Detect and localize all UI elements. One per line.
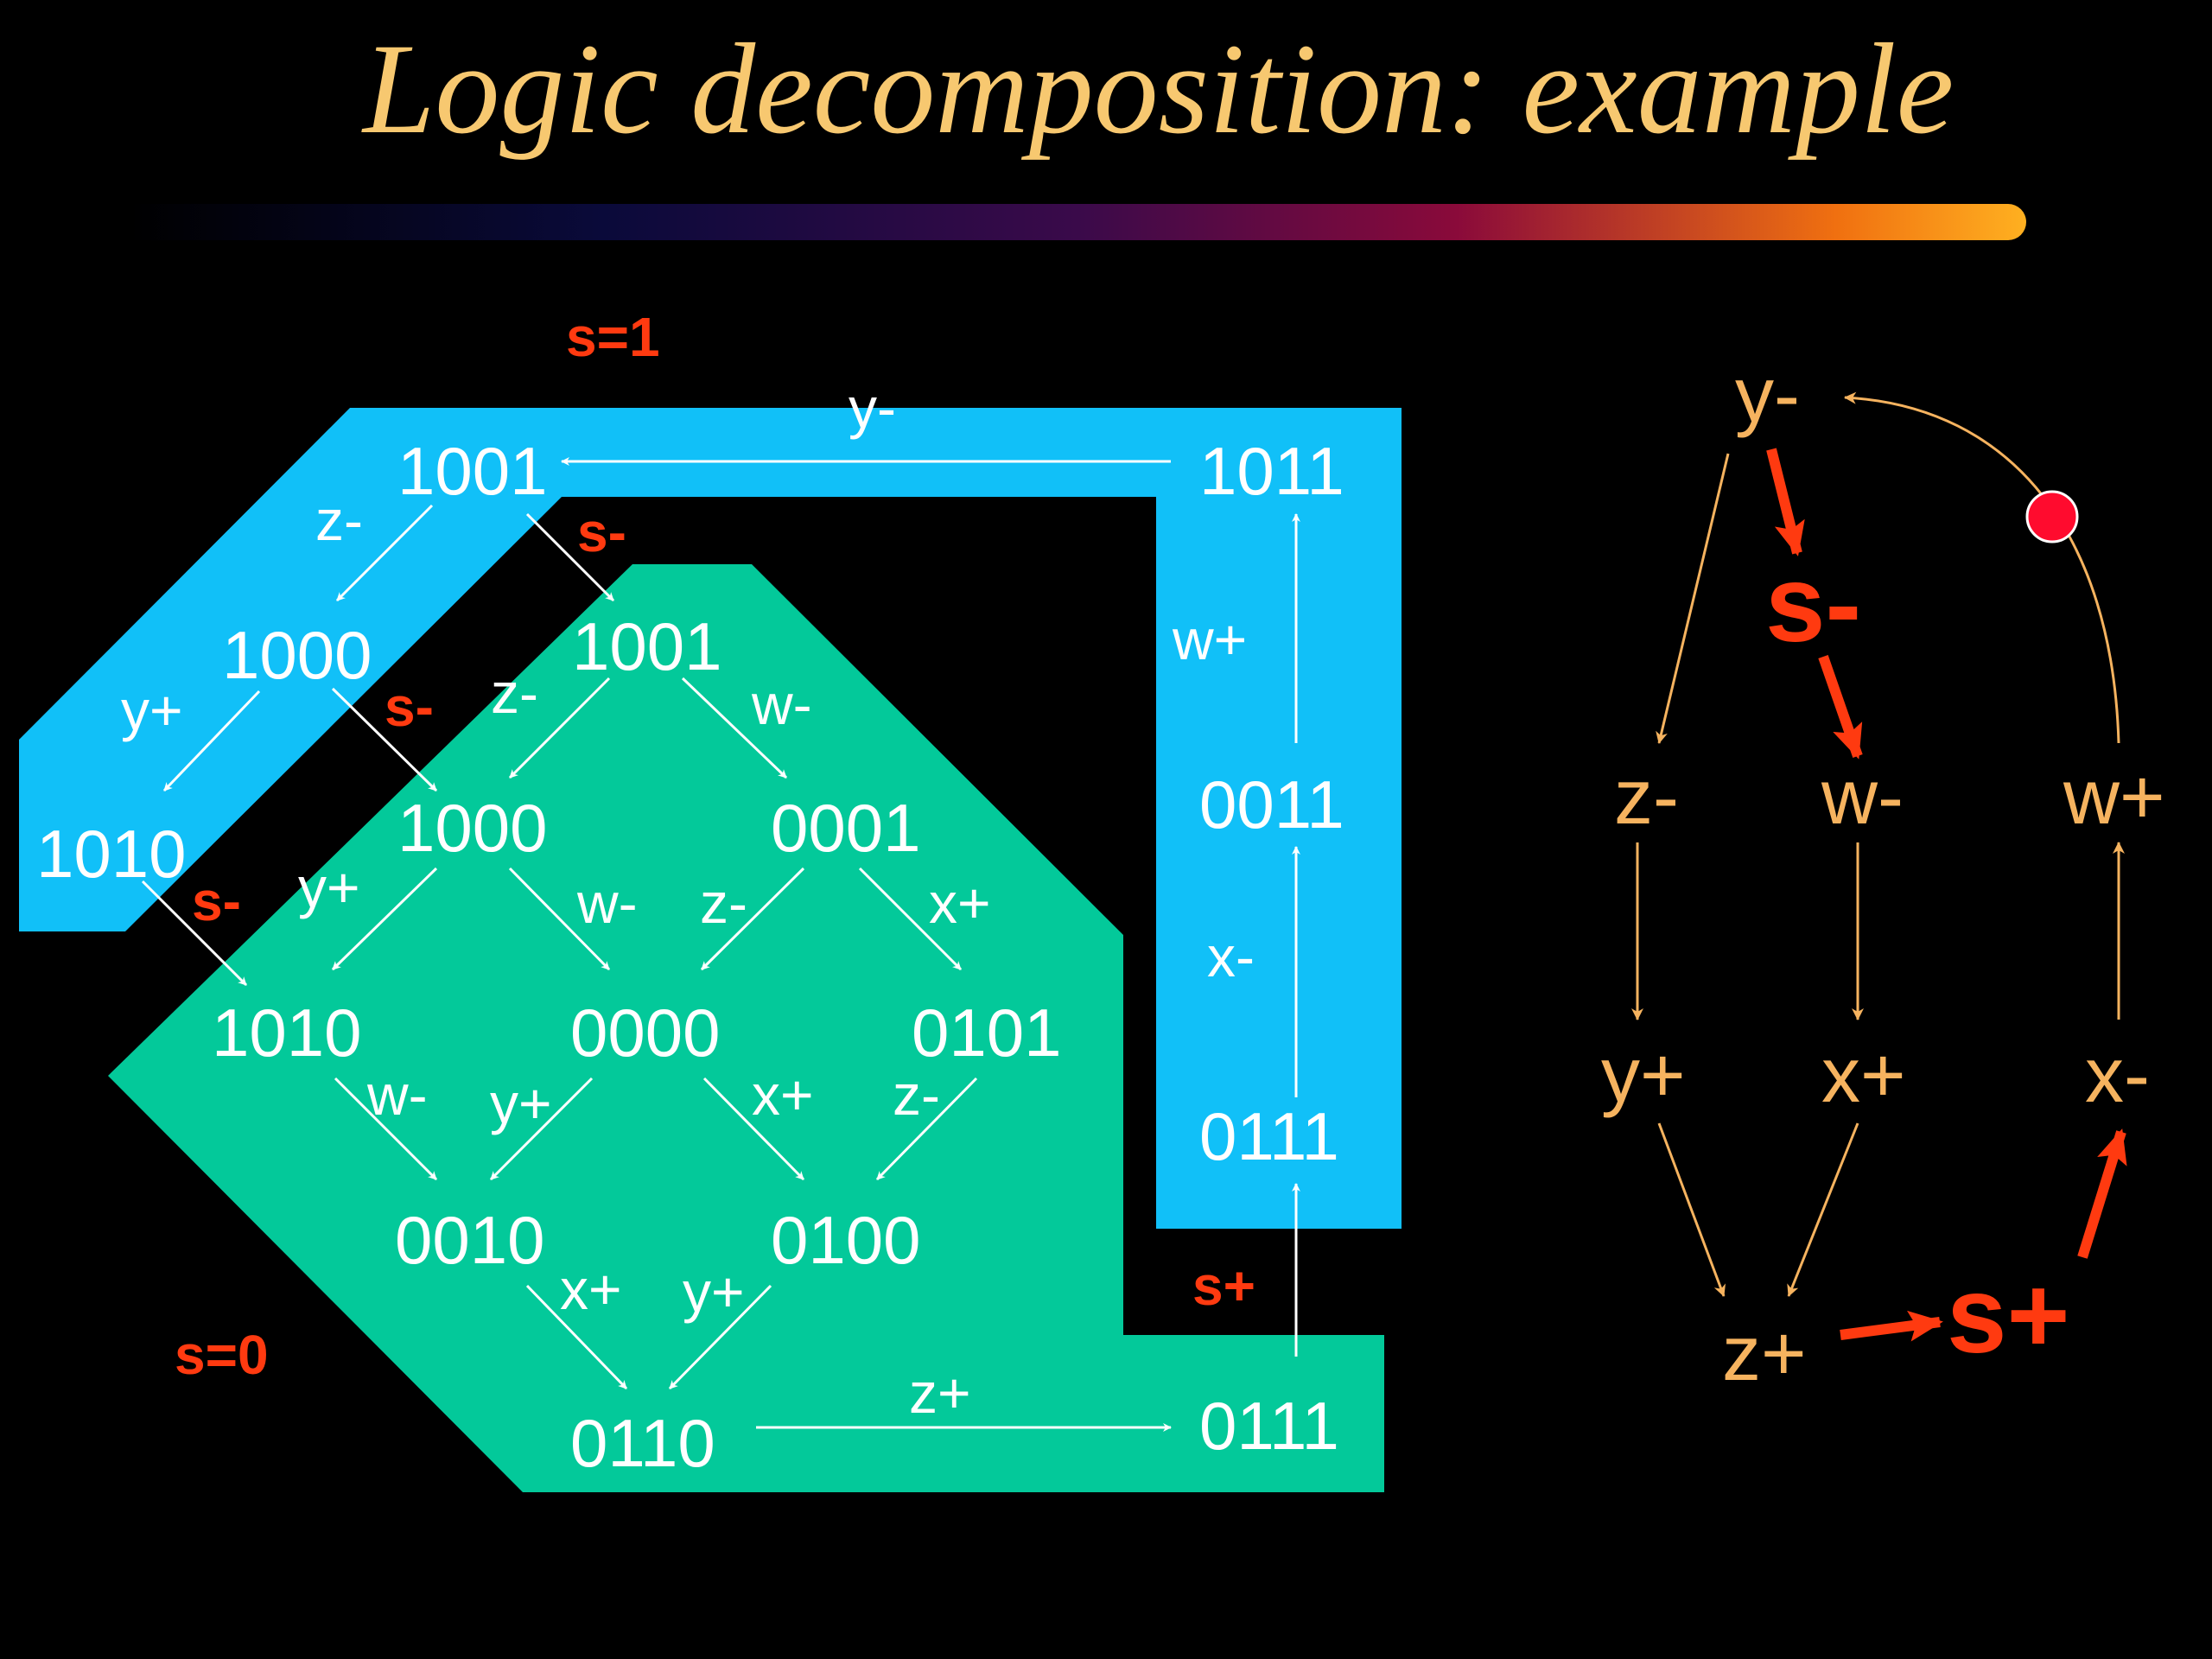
- arrow-g0010-to-g0110: [525, 1284, 628, 1390]
- state-green-0000: 0000: [570, 995, 721, 1071]
- edge-label-x-minus: x-: [1207, 925, 1255, 988]
- state-green-1001: 1001: [572, 608, 722, 684]
- edge-label-x-plus-a: x+: [929, 871, 991, 935]
- stg-y-plus: y+: [1601, 1033, 1686, 1119]
- stg-x-minus: x-: [2085, 1033, 2150, 1119]
- stg-s-plus: s+: [1947, 1255, 2070, 1376]
- state-green-0111: 0111: [1199, 1388, 1339, 1464]
- arrow-1000-to-1010-top: [162, 690, 261, 792]
- edge-label-z-minus-b: z-: [700, 871, 747, 935]
- state-graph-arrows: [141, 457, 1300, 1432]
- state-top-1011: 1011: [1199, 433, 1344, 509]
- edge-label-x-plus-b: x+: [752, 1063, 814, 1127]
- edge-label-y-plus-c: y+: [683, 1260, 745, 1324]
- state-green-0001: 0001: [771, 790, 921, 866]
- state-top-1000: 1000: [222, 617, 372, 693]
- arrow-1001-to-g1001: [525, 512, 615, 602]
- s-label-minus-3: s-: [192, 870, 241, 932]
- region-label-s0: s=0: [175, 1324, 269, 1386]
- state-green-1000: 1000: [397, 790, 548, 866]
- stg-x-plus: x+: [1821, 1033, 1906, 1119]
- title-gradient-rule: [130, 204, 2026, 240]
- state-codes: 1001 1011 1000 1010 0011 0111 1001 1000 …: [36, 433, 1344, 1481]
- state-green-0110: 0110: [570, 1405, 715, 1481]
- edge-label-w-minus-a: w-: [751, 672, 812, 736]
- state-green-0100: 0100: [771, 1202, 921, 1278]
- stg-arrow-zplus-to-splus: [1840, 1310, 1943, 1342]
- stg-w-minus: w-: [1821, 754, 1904, 841]
- region-label-s1: s=1: [566, 306, 660, 368]
- stg-arrow-splus-to-xminus: [2077, 1128, 2127, 1259]
- arrow-1010-to-g1010: [141, 880, 248, 987]
- region-s0: [108, 564, 1384, 1492]
- stg-arrow-yminus-to-sminus: [1766, 448, 1805, 556]
- arrow-g0001-to-g0000: [700, 867, 805, 971]
- state-0111: 0111: [1199, 1098, 1339, 1174]
- stg-transitions: y- s- z- w- w+ y+ x+ x- z+ s+: [1601, 353, 2165, 1397]
- edge-label-w-plus: w+: [1172, 607, 1247, 671]
- arrow-g0001-to-g0101: [858, 867, 963, 971]
- stg-token: [2025, 490, 2079, 543]
- edge-label-z-minus-a: z-: [491, 661, 538, 725]
- arrow-g1000-to-g0000: [508, 867, 611, 971]
- s-label-plus: s+: [1192, 1255, 1255, 1317]
- edge-labels: y- z- y+ w+ x- z- w- y+ w- z- x+ w- y+ x…: [121, 376, 1255, 1425]
- arrow-g1000-to-g1010: [331, 867, 438, 971]
- edge-label-w-minus-c: w-: [366, 1063, 428, 1127]
- edge-label-w-minus-b: w-: [576, 871, 638, 935]
- arrow-g1001-to-g0001: [681, 677, 788, 779]
- edge-label-y-plus-b: y+: [490, 1071, 552, 1135]
- stg-arrows: [1631, 391, 2125, 1297]
- edge-label-x-plus-c: x+: [560, 1257, 622, 1321]
- stg-y-minus: y-: [1735, 353, 1800, 439]
- stg-arrow-xplus-to-zplus: [1787, 1122, 1859, 1297]
- arrow-g0101-to-g0100: [875, 1077, 978, 1181]
- arrow-g1001-to-g1000: [508, 677, 611, 779]
- arrow-g0100-to-g0110: [668, 1284, 772, 1390]
- stg-w-plus: w+: [2063, 754, 2165, 841]
- stg-z-plus: z+: [1722, 1311, 1807, 1397]
- region-s1: [19, 408, 1402, 1229]
- state-green-0101: 0101: [912, 995, 1062, 1071]
- state-top-1001: 1001: [397, 433, 548, 509]
- slide-title: Logic decomposition: example: [363, 17, 1955, 161]
- s-transition-labels: s- s- s- s+: [192, 501, 1255, 1317]
- s-label-minus-2: s-: [385, 676, 434, 738]
- state-green-0010: 0010: [395, 1202, 545, 1278]
- stg-z-minus: z-: [1614, 754, 1679, 841]
- edge-label-y-plus-a: y+: [298, 855, 360, 919]
- stg-arrow-yplus-to-zplus: [1657, 1122, 1726, 1297]
- arrow-g1010-to-g0010: [334, 1077, 438, 1181]
- edge-label-z-minus-c: z-: [893, 1063, 940, 1127]
- edge-label-y-minus: y-: [849, 376, 896, 440]
- arrow-g0000-to-g0100: [702, 1077, 805, 1181]
- stg-arrow-sminus-to-wminus: [1818, 655, 1863, 760]
- state-green-1010: 1010: [212, 995, 362, 1071]
- arrow-1000-to-g1000: [331, 687, 438, 792]
- edge-label-z-minus-top: z-: [315, 488, 363, 552]
- stg-red-arrows: [1766, 448, 2127, 1342]
- stg-arrow-yminus-to-zminus: [1656, 453, 1730, 744]
- edge-label-y-plus-top: y+: [121, 678, 183, 742]
- arrow-g0000-to-g0010: [489, 1077, 594, 1181]
- stg-arc-wplus-to-yminus: [1844, 391, 2120, 744]
- s-label-minus-1: s-: [577, 501, 626, 563]
- arrow-1001-to-1000-top: [335, 504, 434, 602]
- state-0011: 0011: [1199, 766, 1344, 842]
- stg-s-minus: s-: [1765, 544, 1861, 664]
- state-top-1010: 1010: [36, 816, 187, 892]
- edge-label-z-plus: z+: [909, 1361, 971, 1425]
